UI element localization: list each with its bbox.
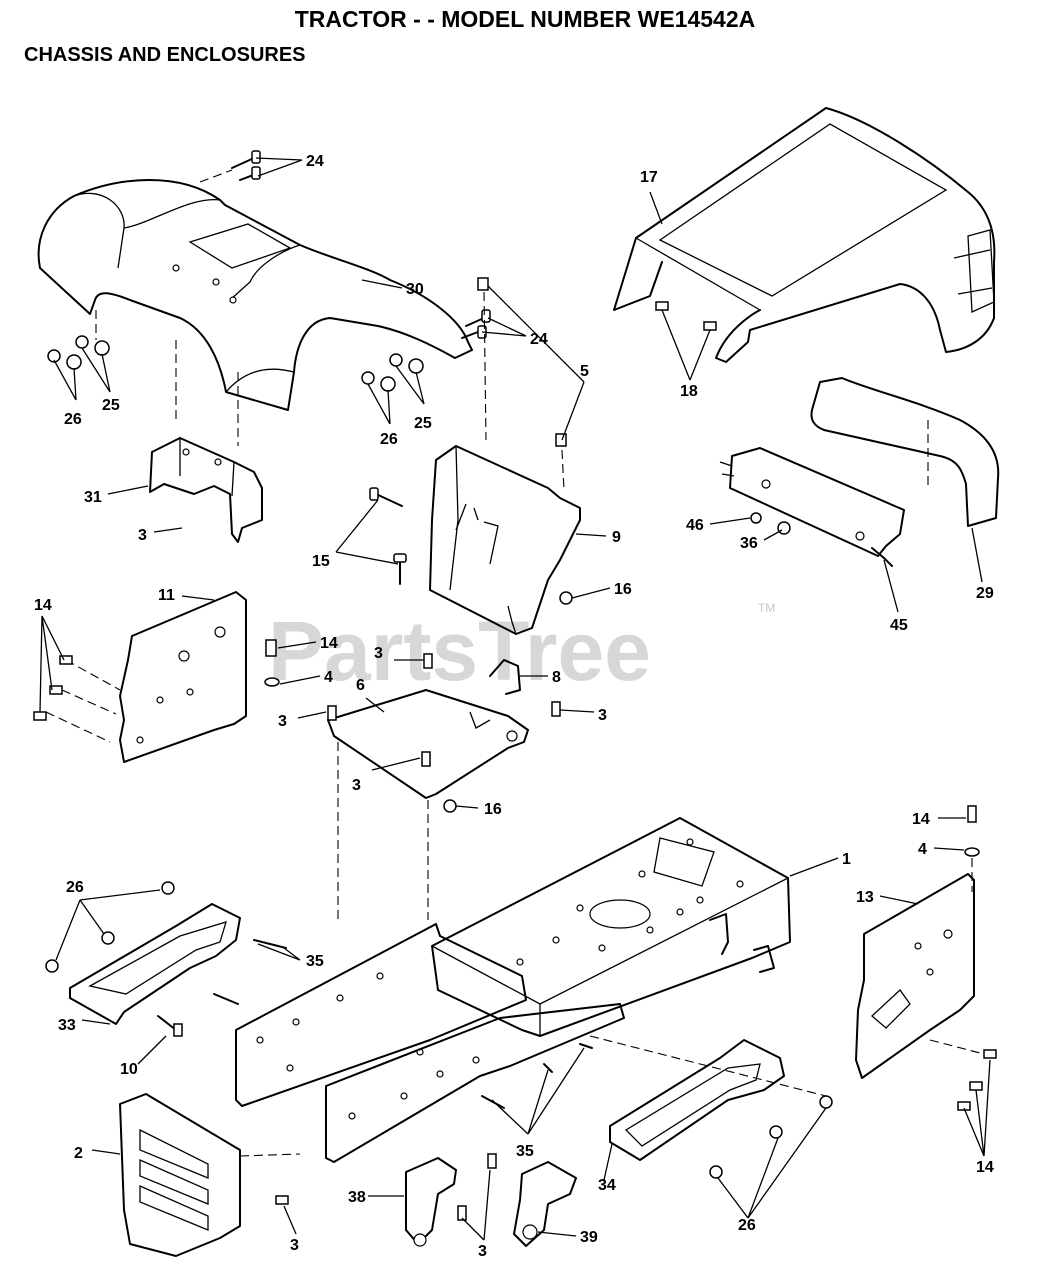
callout-33: 33	[58, 1017, 76, 1034]
callout-13: 13	[856, 889, 874, 906]
part-frame-rail-lower	[325, 1003, 625, 1163]
callout-39: 39	[580, 1229, 598, 1246]
callout-29: 29	[976, 585, 994, 602]
callout-46: 46	[686, 517, 704, 534]
callout-3: 3	[374, 645, 383, 662]
callout-18: 18	[680, 383, 698, 400]
callout-8: 8	[552, 669, 561, 686]
part-left-side-panel	[45, 591, 247, 763]
callout-30: 30	[406, 281, 424, 298]
part-rear-fender	[37, 179, 473, 446]
watermark-text: PartsTree	[268, 604, 651, 698]
callout-11: 11	[158, 587, 175, 604]
part-bolts-14-left	[33, 639, 280, 721]
part-bracket-39	[481, 1043, 593, 1247]
part-right-footrest	[589, 1035, 833, 1179]
callout-34: 34	[598, 1177, 616, 1194]
part-right-side-panel	[855, 805, 997, 1111]
callout-3: 3	[290, 1237, 299, 1254]
part-washers-nuts-right	[361, 353, 424, 392]
callout-16: 16	[484, 801, 502, 818]
section-title: CHASSIS AND ENCLOSURES	[24, 44, 306, 66]
part-seat-bracket	[149, 437, 263, 543]
callout-25: 25	[102, 397, 120, 414]
part-washers-nuts-left	[47, 310, 110, 370]
callout-14: 14	[976, 1159, 994, 1176]
callout-5: 5	[580, 363, 589, 380]
callout-24: 24	[306, 153, 324, 170]
part-floor-plate	[327, 653, 561, 920]
part-frame-rail-upper	[235, 923, 527, 1107]
part-screws-24-upper	[199, 150, 261, 183]
callout-26: 26	[738, 1217, 756, 1234]
callout-14: 14	[34, 597, 52, 614]
callout-15: 15	[312, 553, 330, 570]
callout-17: 17	[640, 169, 658, 186]
callout-16: 16	[614, 581, 632, 598]
callout-3: 3	[478, 1243, 487, 1260]
callout-3: 3	[352, 777, 361, 794]
callout-3: 3	[138, 527, 147, 544]
part-grille-bracket	[719, 447, 905, 567]
callout-26: 26	[380, 431, 398, 448]
callout-4: 4	[324, 669, 333, 686]
part-left-footrest	[45, 881, 287, 1037]
callout-14: 14	[912, 811, 930, 828]
callout-35: 35	[516, 1143, 534, 1160]
callout-31: 31	[84, 489, 102, 506]
callout-26: 26	[64, 411, 82, 428]
callout-10: 10	[120, 1061, 138, 1078]
watermark: PartsTree TM	[268, 601, 775, 698]
callout-36: 36	[740, 535, 758, 552]
part-main-frame	[431, 817, 791, 1037]
callout-3: 3	[598, 707, 607, 724]
part-bracket-38	[405, 1153, 497, 1247]
part-screws-15	[369, 487, 407, 585]
callout-4: 4	[918, 841, 927, 858]
callout-14: 14	[320, 635, 338, 652]
part-clip	[489, 659, 521, 695]
callout-45: 45	[890, 617, 908, 634]
leader-lines	[39, 157, 991, 1241]
callout-26: 26	[66, 879, 84, 896]
callout-labels: 24 30 24 26 25 26 25 17 18 5 9 31 3 15 1…	[34, 153, 994, 1260]
diagram-title: TRACTOR - - MODEL NUMBER WE14542A	[294, 6, 756, 32]
callout-38: 38	[348, 1189, 366, 1206]
part-dash-panel	[429, 277, 581, 635]
callout-6: 6	[356, 677, 365, 694]
part-grille-panel	[810, 377, 1000, 527]
callout-1: 1	[842, 851, 851, 868]
callout-3: 3	[278, 713, 287, 730]
part-hood	[613, 107, 996, 363]
part-screws-24-lower	[461, 309, 491, 339]
callout-35: 35	[306, 953, 324, 970]
callout-9: 9	[612, 529, 621, 546]
callout-24: 24	[530, 331, 548, 348]
part-front-bracket	[119, 1093, 301, 1257]
callout-25: 25	[414, 415, 432, 432]
watermark-trademark: TM	[758, 601, 775, 615]
callout-2: 2	[74, 1145, 83, 1162]
